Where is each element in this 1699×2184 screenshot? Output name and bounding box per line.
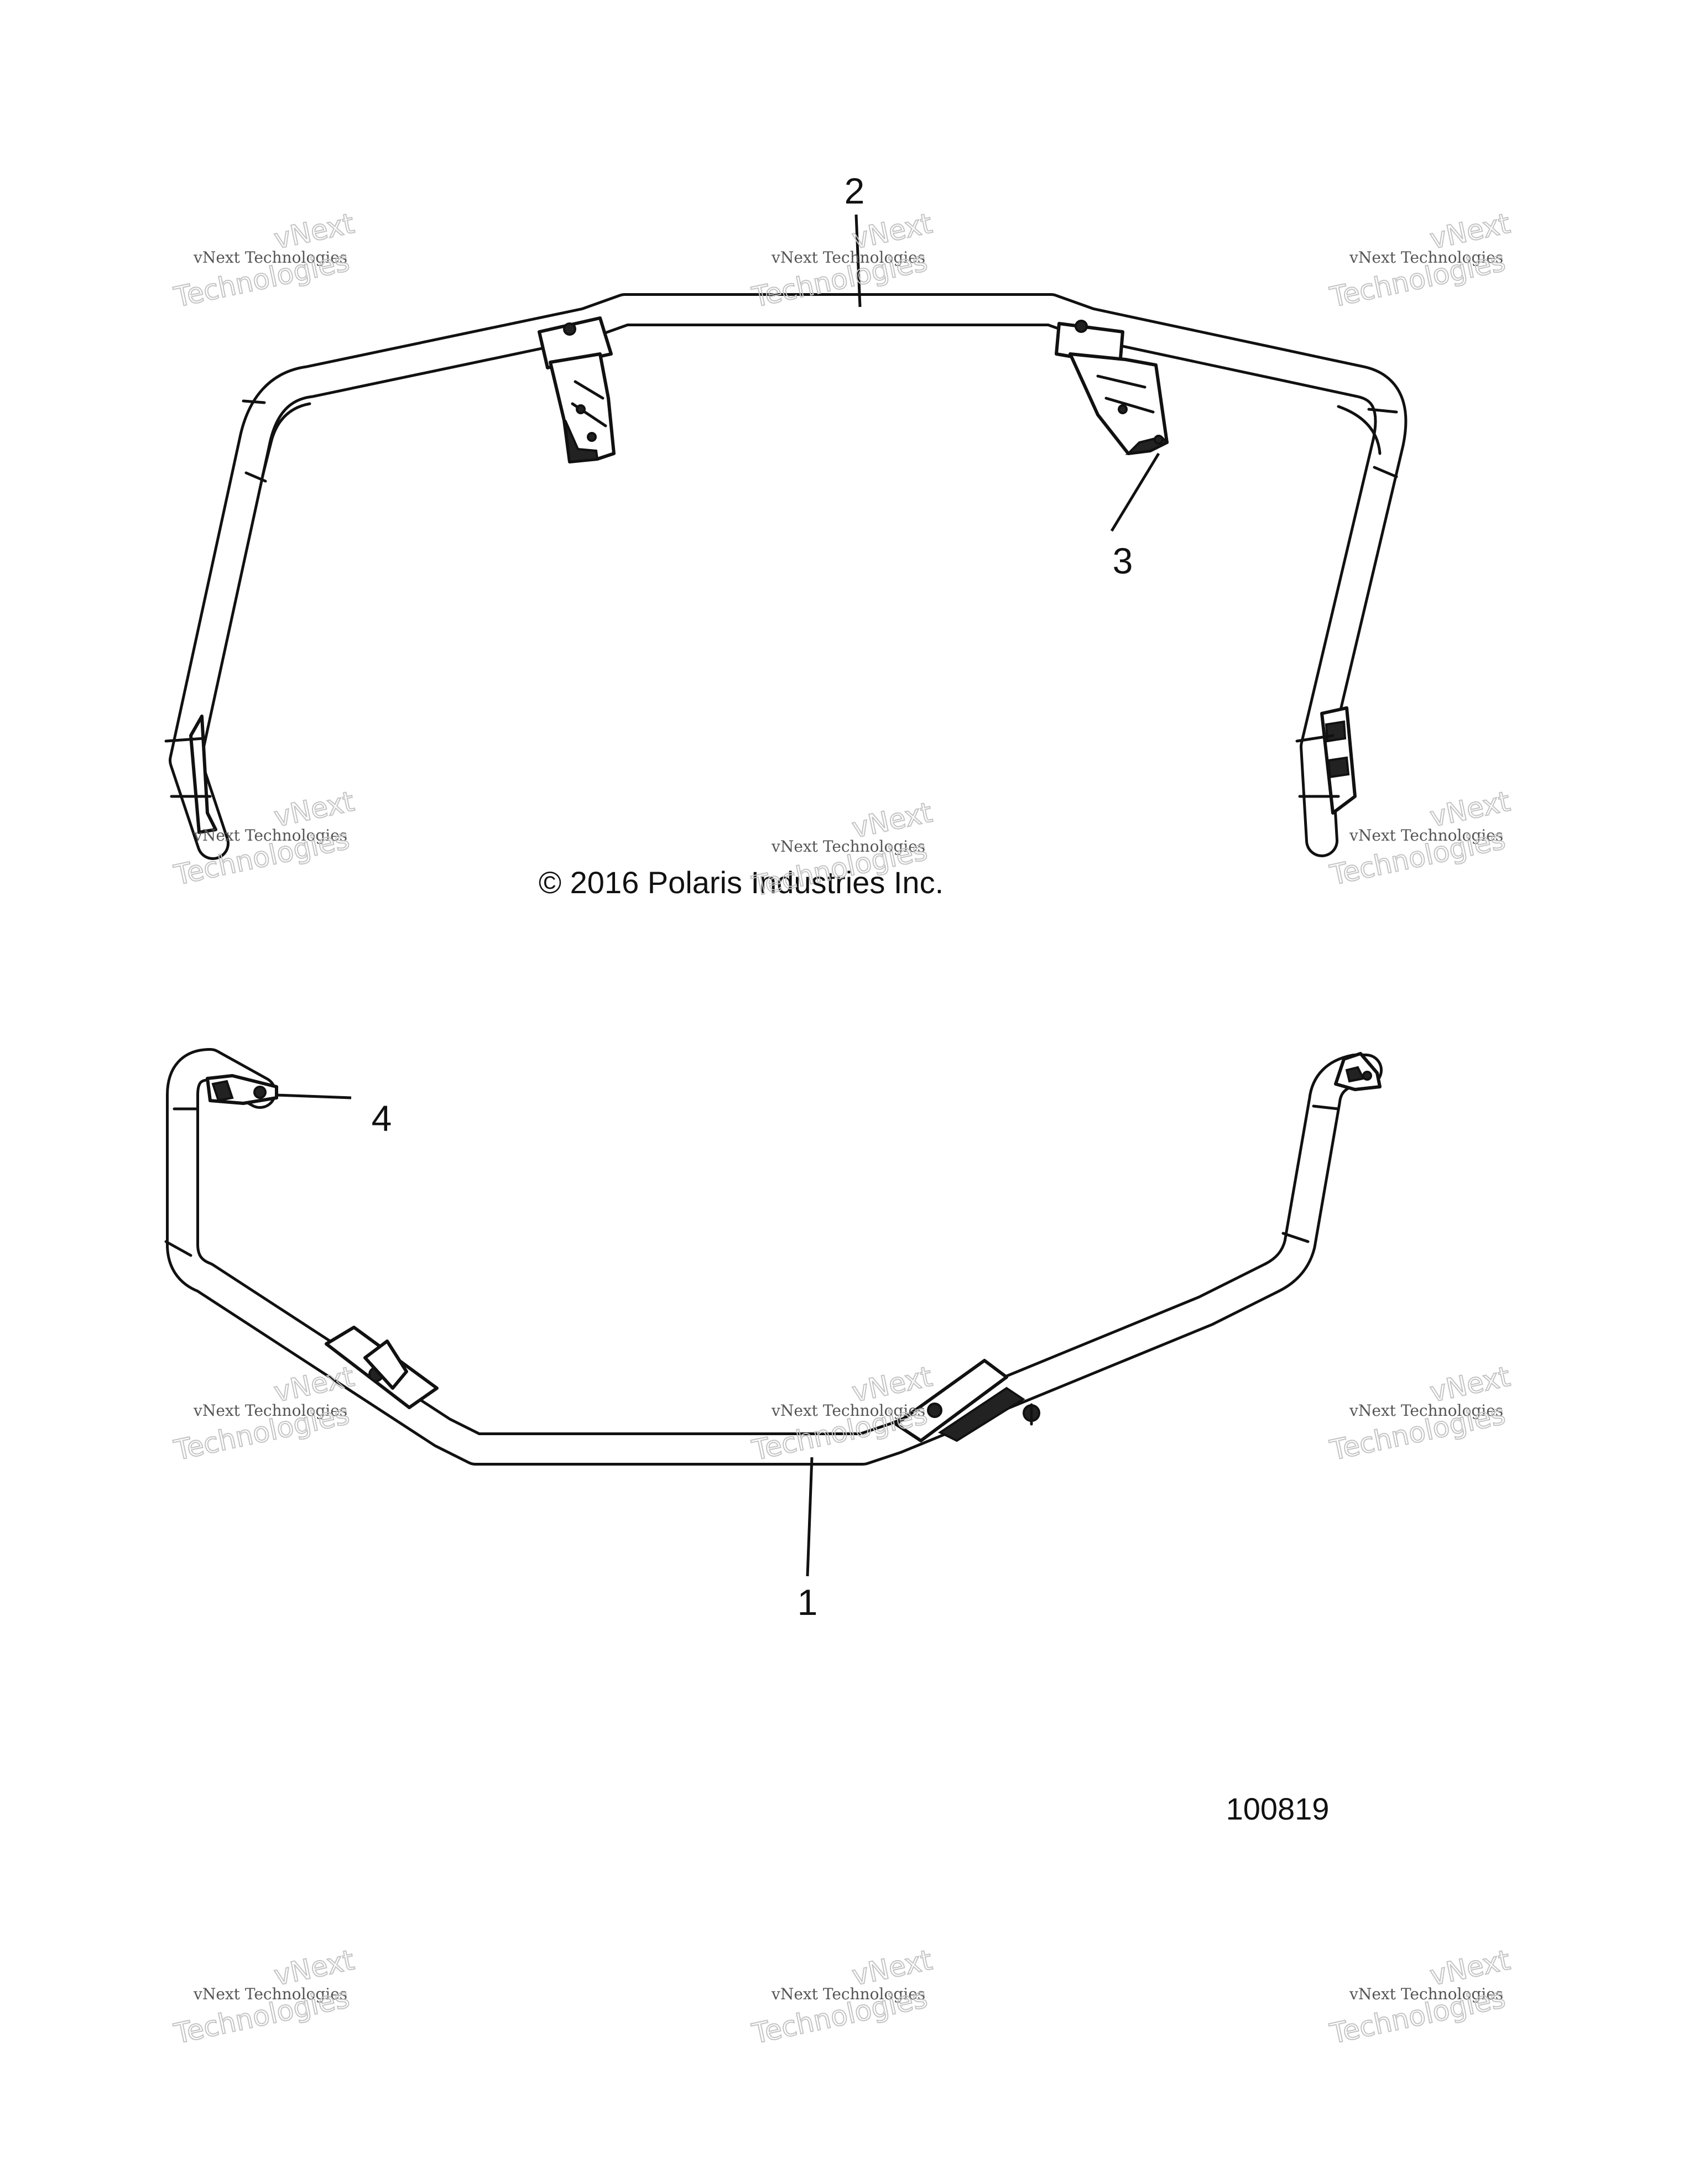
document-number: 100819 <box>1226 1791 1330 1826</box>
svg-text:3: 3 <box>1113 540 1133 581</box>
svg-text:vNext Technologies: vNext Technologies <box>193 826 347 845</box>
left-lower-bracket <box>325 1326 439 1409</box>
watermark: vNext vNext Technologies Technologies <box>170 1360 357 1467</box>
svg-text:vNext Technologies: vNext Technologies <box>193 1985 347 2003</box>
right-upper-tab <box>1334 1052 1382 1091</box>
svg-text:vNext Technologies: vNext Technologies <box>193 248 347 267</box>
upper-bar-tube <box>169 293 1408 860</box>
copyright-text: © 2016 Polaris Industries Inc. <box>539 865 944 900</box>
svg-text:vNext Technologies: vNext Technologies <box>1349 248 1503 267</box>
right-foot-plate <box>1295 706 1357 815</box>
watermark: vNext vNext Technologies Technologies <box>170 1943 357 2051</box>
svg-text:4: 4 <box>372 1098 392 1139</box>
svg-text:vNext Technologies: vNext Technologies <box>1349 826 1503 845</box>
svg-text:vNext Technologies: vNext Technologies <box>1349 1985 1503 2003</box>
callout-1: 1 <box>798 1457 818 1623</box>
svg-text:1: 1 <box>798 1582 818 1623</box>
callout-2: 2 <box>845 170 865 307</box>
svg-text:vNext Technologies: vNext Technologies <box>1349 1401 1503 1420</box>
right-lower-bracket <box>894 1359 1040 1442</box>
svg-text:vNext Technologies: vNext Technologies <box>193 1401 347 1420</box>
svg-text:2: 2 <box>845 170 865 211</box>
watermark: vNext vNext Technologies Technologies <box>748 1360 935 1467</box>
right-mount-bracket <box>1055 320 1169 455</box>
left-mount-bracket <box>538 316 616 463</box>
left-upper-tab <box>206 1074 278 1105</box>
watermark: vNext vNext Technologies Technologies <box>170 207 357 314</box>
watermark: vNext vNext Technologies Technologies <box>748 1943 935 2051</box>
svg-text:vNext Technologies: vNext Technologies <box>771 837 925 856</box>
upper-bar-assembly <box>164 293 1408 860</box>
watermark: vNext vNext Technologies Technologies <box>1326 1360 1513 1467</box>
callout-3: 3 <box>1110 452 1160 581</box>
left-foot-plate <box>164 715 217 834</box>
watermark: vNext vNext Technologies Technologies <box>1326 207 1513 314</box>
callout-4: 4 <box>276 1093 392 1139</box>
svg-text:vNext Technologies: vNext Technologies <box>771 1401 925 1420</box>
lower-bar-assembly <box>164 1048 1383 1466</box>
watermark: vNext vNext Technologies Technologies <box>1326 1943 1513 2051</box>
watermark: vNext vNext Technologies Technologies <box>1326 785 1513 892</box>
svg-text:vNext Technologies: vNext Technologies <box>771 1985 925 2003</box>
svg-text:vNext Technologies: vNext Technologies <box>771 248 925 267</box>
